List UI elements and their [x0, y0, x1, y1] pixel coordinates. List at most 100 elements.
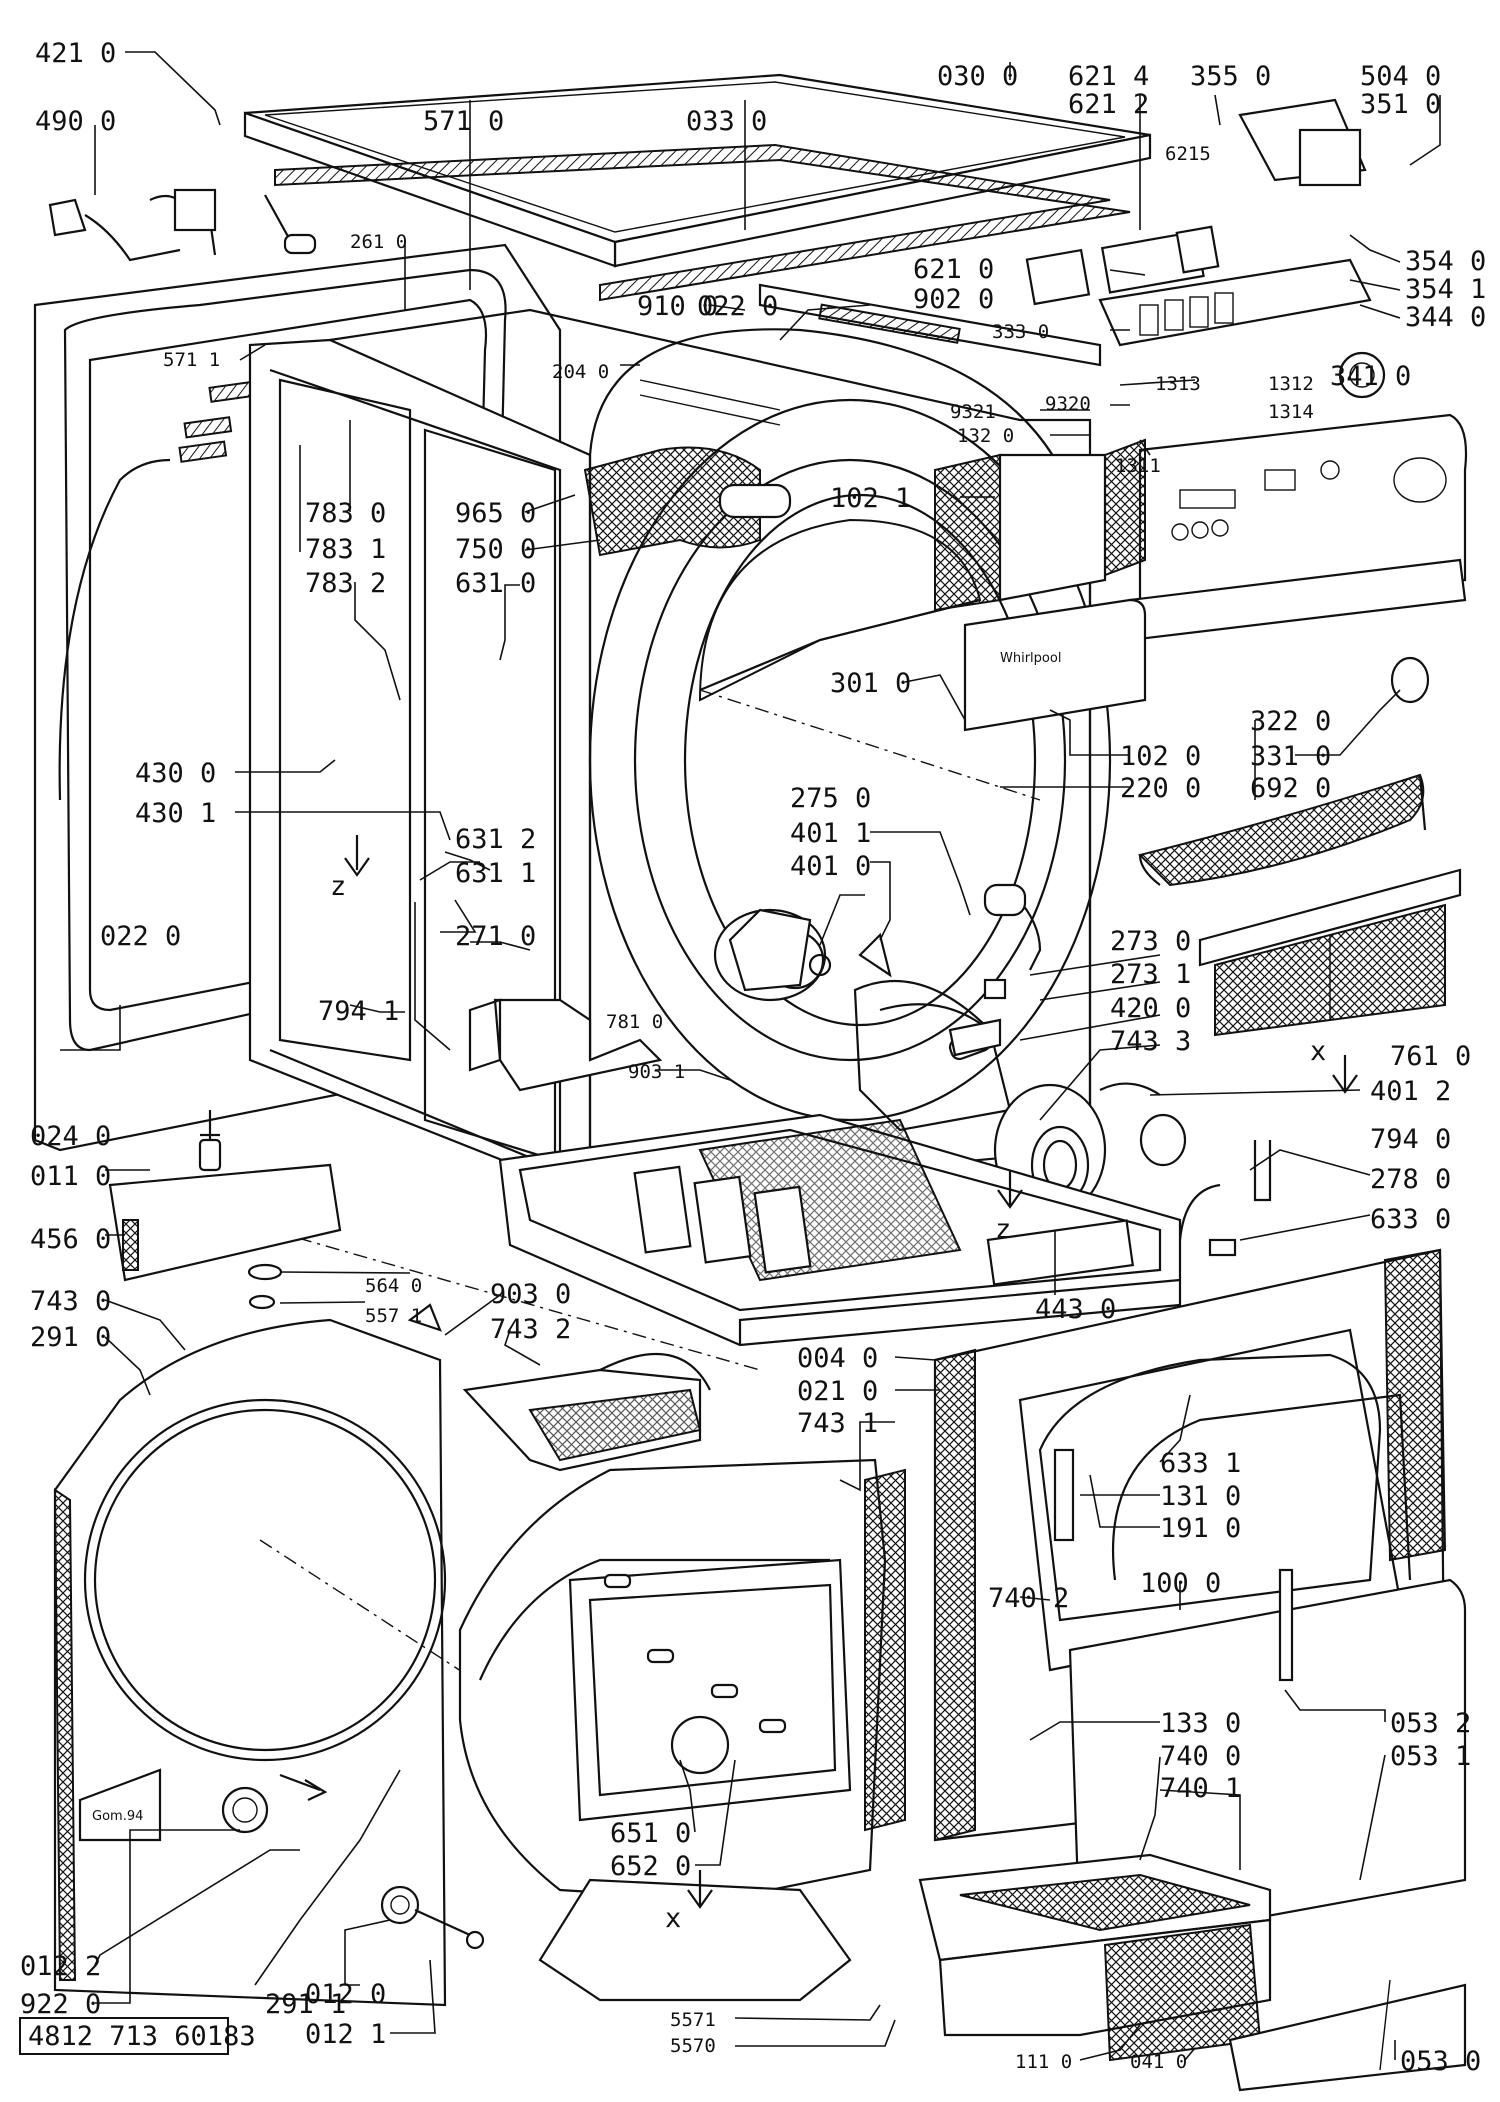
label-033-0: 033 0 [686, 106, 767, 137]
label-004-0: 004 0 [797, 1343, 878, 1374]
label-131-0: 131 0 [1160, 1481, 1241, 1512]
label-333-0: 333 0 [992, 321, 1049, 343]
label-x-bulkhead: x [665, 1903, 681, 1934]
label-278-0: 278 0 [1370, 1164, 1451, 1195]
label-9321: 9321 [950, 401, 996, 423]
label-102-1: 102 1 [830, 483, 911, 514]
label-743-0: 743 0 [30, 1286, 111, 1317]
front-bulkhead [458, 1458, 906, 2002]
filter-cover [1198, 868, 1462, 1037]
label-740-2: 740 2 [988, 1583, 1069, 1614]
top-cover [243, 73, 1152, 302]
label-621-2: 621 2 [1068, 89, 1149, 120]
part-labels: 421 0 490 0 571 0 030 0 033 0 621 4 621 … [20, 38, 1486, 2077]
label-922-0: 922 0 [20, 1989, 101, 2020]
label-5570: 5570 [670, 2035, 716, 2057]
rear-panel-mark: Gom.94 [92, 1809, 143, 1824]
label-022-0-top: 022 0 [697, 291, 778, 322]
label-011-0: 011 0 [30, 1161, 111, 1192]
label-794-1: 794 1 [318, 996, 399, 1027]
label-5571: 5571 [670, 2009, 716, 2031]
label-910-0: 910 0 [637, 291, 718, 322]
air-duct [468, 998, 663, 1092]
label-903-1: 903 1 [628, 1061, 685, 1083]
label-430-0: 430 0 [135, 758, 216, 789]
label-783-0: 783 0 [305, 498, 386, 529]
label-740-0: 740 0 [1160, 1741, 1241, 1772]
panel-support [639, 283, 1102, 426]
label-631-2: 631 2 [455, 824, 536, 855]
label-021-0: 021 0 [797, 1376, 878, 1407]
label-621-4: 621 4 [1068, 61, 1149, 92]
label-740-1: 740 1 [1160, 1773, 1241, 1804]
label-102-0: 102 0 [1120, 741, 1201, 772]
label-1313: 1313 [1155, 373, 1201, 395]
label-6215: 6215 [1165, 143, 1211, 165]
label-401-1: 401 1 [790, 818, 871, 849]
label-692-0: 692 0 [1250, 773, 1331, 804]
label-633-1: 633 1 [1160, 1448, 1241, 1479]
label-633-0: 633 0 [1370, 1204, 1451, 1235]
label-557-1-top: 557 1 [365, 1305, 422, 1327]
label-743-2: 743 2 [490, 1314, 571, 1345]
document-code-box: 4812 713 60183 [19, 2017, 256, 2055]
label-331-0: 331 0 [1250, 741, 1331, 772]
label-355-0: 355 0 [1190, 61, 1271, 92]
lint-filter [1138, 773, 1427, 887]
drum-seal [583, 446, 792, 557]
label-275-0: 275 0 [790, 783, 871, 814]
electronic-module [1025, 98, 1386, 399]
label-133-0: 133 0 [1160, 1708, 1241, 1739]
label-1312: 1312 [1268, 373, 1314, 395]
label-9320: 9320 [1045, 393, 1091, 415]
label-761-0: 761 0 [1390, 1041, 1471, 1072]
label-111-0: 111 0 [1015, 2051, 1072, 2073]
label-631-0: 631 0 [455, 568, 536, 599]
label-z-base: z [995, 1214, 1011, 1245]
label-564-0: 564 0 [365, 1275, 422, 1297]
label-322-0: 322 0 [1250, 706, 1331, 737]
label-651-0: 651 0 [610, 1818, 691, 1849]
label-1311: 1311 [1115, 455, 1161, 477]
label-750-0: 750 0 [455, 534, 536, 565]
label-1314: 1314 [1268, 401, 1314, 423]
label-743-3: 743 3 [1110, 1026, 1191, 1057]
label-965-0: 965 0 [455, 498, 536, 529]
label-401-2: 401 2 [1370, 1076, 1451, 1107]
small-parts [108, 656, 1430, 1332]
label-490-0: 490 0 [35, 106, 116, 137]
label-273-0: 273 0 [1110, 926, 1191, 957]
label-902-0: 902 0 [913, 284, 994, 315]
label-783-1: 783 1 [305, 534, 386, 565]
label-204-0: 204 0 [552, 361, 609, 383]
label-100-0: 100 0 [1140, 1568, 1221, 1599]
label-273-1: 273 1 [1110, 959, 1191, 990]
label-743-1: 743 1 [797, 1408, 878, 1439]
label-571-0: 571 0 [423, 106, 504, 137]
direction-arrows [279, 835, 1358, 1909]
label-041-0: 041 0 [1130, 2051, 1187, 2073]
label-420-0: 420 0 [1110, 993, 1191, 1024]
label-024-0: 024 0 [30, 1121, 111, 1152]
label-301-0: 301 0 [830, 668, 911, 699]
label-291-1: 291 1 [265, 1989, 346, 2020]
label-430-1: 430 1 [135, 798, 216, 829]
label-652-0: 652 0 [610, 1851, 691, 1882]
label-012-2: 012 2 [20, 1951, 101, 1982]
label-621-0: 621 0 [913, 254, 994, 285]
water-container [918, 1853, 1467, 2092]
label-x-right: x [1310, 1036, 1326, 1067]
label-401-0: 401 0 [790, 851, 871, 882]
label-z-left: z [330, 871, 346, 902]
label-053-1: 053 1 [1390, 1741, 1471, 1772]
label-271-0: 271 0 [455, 921, 536, 952]
label-053-0: 053 0 [1400, 2046, 1481, 2077]
label-354-1: 354 1 [1405, 274, 1486, 305]
rear-panel: Gom.94 [53, 1318, 491, 2007]
label-903-0: 903 0 [490, 1279, 571, 1310]
label-022-0-side: 022 0 [100, 921, 181, 952]
label-341-0: 341 0 [1330, 361, 1411, 392]
label-261-0: 261 0 [350, 231, 407, 253]
label-781-0: 781 0 [606, 1011, 663, 1033]
